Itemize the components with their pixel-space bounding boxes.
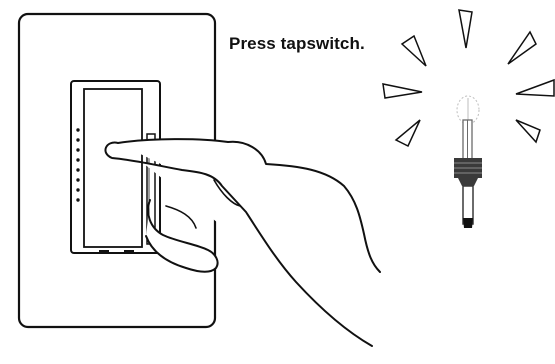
light-ray — [459, 10, 472, 48]
light-ray — [383, 84, 422, 98]
light-ray — [508, 32, 536, 64]
light-ray — [402, 36, 426, 66]
light-ray — [396, 120, 420, 146]
tapswitch-paddle[interactable] — [84, 89, 142, 247]
lit-lightbulb-icon — [383, 10, 554, 228]
frame-tab — [124, 250, 134, 254]
light-ray — [516, 80, 554, 96]
light-ray — [516, 120, 540, 142]
instruction-caption: Press tapswitch. — [229, 34, 365, 54]
frame-tab — [99, 250, 109, 254]
